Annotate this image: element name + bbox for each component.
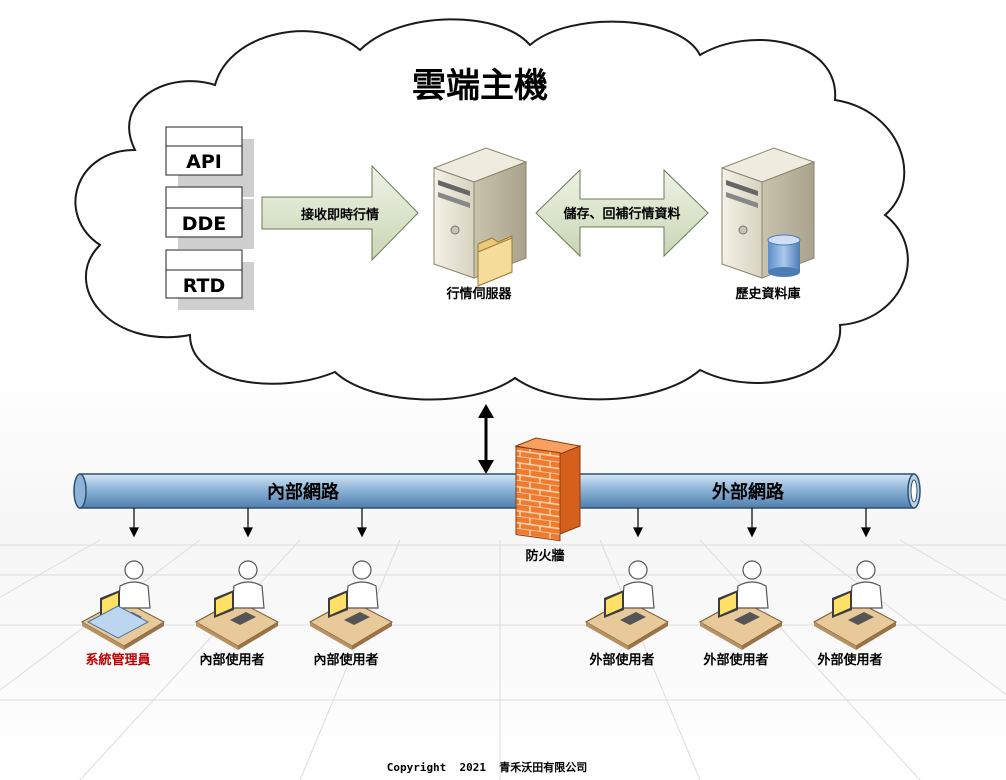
- source-label-dde: DDE: [182, 213, 227, 235]
- workstation-admin: [81, 560, 165, 651]
- user-label-internal-2: 內部使用者: [313, 652, 378, 668]
- firewall-label: 防火牆: [525, 548, 564, 564]
- workstation-external-1: [585, 560, 669, 651]
- quote-server-icon: [432, 147, 528, 287]
- network-pipe: [73, 473, 921, 509]
- user-label-external-3: 外部使用者: [816, 652, 882, 668]
- copyright-text: Copyright 2021 青禾沃田有限公司: [387, 760, 588, 774]
- external-network-label: 外部網路: [712, 481, 785, 503]
- user-label-external-2: 外部使用者: [702, 652, 768, 668]
- workstation-internal-1: [195, 560, 279, 651]
- workstation-external-3: [813, 560, 897, 651]
- drop-arrows: [129, 508, 871, 538]
- internal-network-label: 內部網路: [267, 481, 340, 503]
- user-label-admin: 系統管理員: [85, 652, 150, 668]
- workstation-internal-2: [309, 560, 393, 651]
- quote-server-label: 行情伺服器: [445, 286, 512, 302]
- floor-grid: [0, 539, 1006, 780]
- user-label-external-1: 外部使用者: [588, 652, 654, 668]
- source-box-rtd: RTD: [165, 249, 254, 310]
- cloud-network-link-arrow: [478, 404, 494, 474]
- source-label-rtd: RTD: [183, 275, 226, 297]
- history-db-label: 歷史資料庫: [735, 286, 800, 302]
- source-label-api: API: [186, 151, 222, 173]
- receive-arrow-label: 接收即時行情: [301, 207, 379, 223]
- receive-arrow: 接收即時行情: [261, 164, 419, 262]
- source-box-dde: DDE: [165, 186, 254, 249]
- cloud-title: 雲端主機: [412, 66, 548, 106]
- firewall-icon: [514, 437, 582, 542]
- user-label-internal-1: 內部使用者: [199, 652, 264, 668]
- store-arrow-label: 儲存、回補行情資料: [562, 206, 680, 222]
- store-arrow: 儲存、回補行情資料: [535, 168, 709, 258]
- history-db-icon: [720, 147, 816, 279]
- workstation-external-2: [699, 560, 783, 651]
